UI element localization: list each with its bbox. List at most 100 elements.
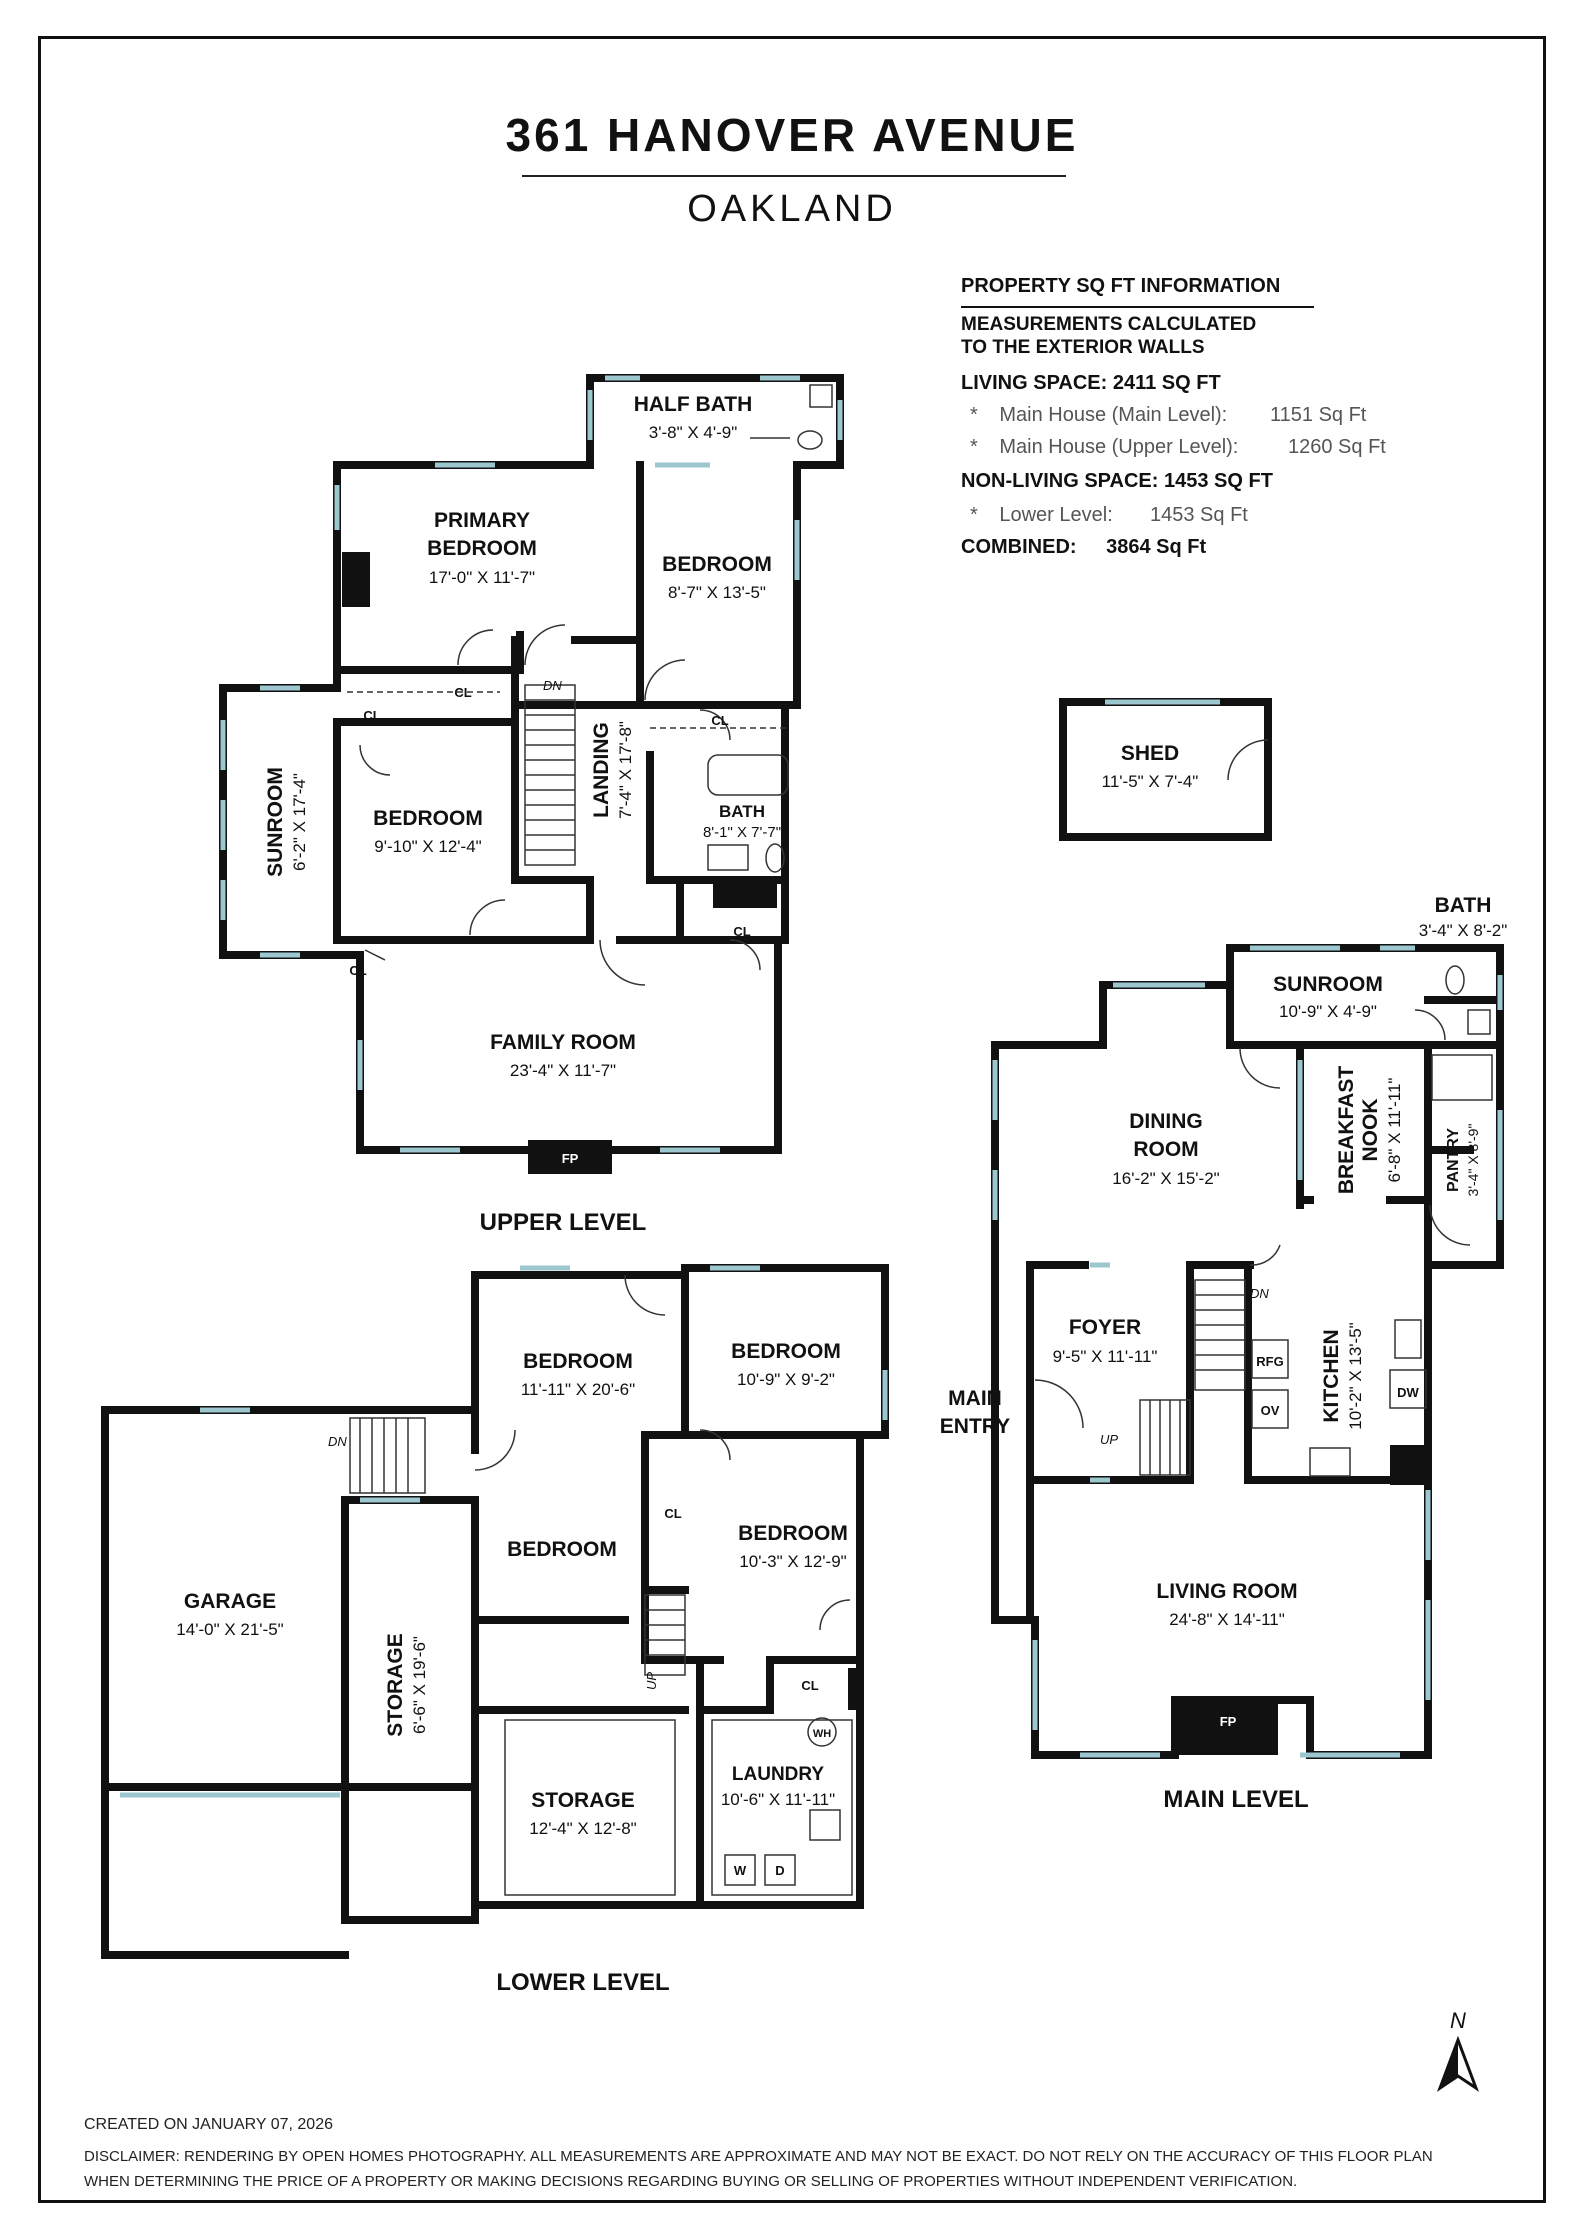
disclaimer-line2: WHEN DETERMINING THE PRICE OF A PROPERTY… (84, 2173, 1298, 2190)
main-level-label: MAIN LEVEL (1163, 1786, 1308, 1813)
window (992, 945, 1503, 1758)
water-heater-label: WH (813, 1728, 831, 1740)
half-bath-name: HALF BATH (634, 393, 753, 416)
main-level-plan (991, 944, 1504, 1759)
living-room-dims: 24'-8" X 14'-11" (1169, 1610, 1285, 1629)
upper-level-plan (219, 374, 844, 1174)
main-sunroom-name: SUNROOM (1273, 973, 1383, 996)
info-combined-label: COMBINED: (961, 536, 1077, 558)
water-heater (807, 1717, 837, 1747)
main-bath-toilet (1445, 965, 1465, 995)
breakfast-nook-name: BREAKFAST (1335, 1066, 1358, 1195)
shed-name: SHED (1121, 742, 1179, 765)
garage-dims: 14'-0" X 21'-5" (176, 1620, 283, 1639)
family-room-name: FAMILY ROOM (490, 1031, 636, 1054)
dining-room-dims: 16'-2" X 15'-2" (1112, 1169, 1219, 1188)
closet-label: CL (349, 963, 366, 978)
upper-bath-dims: 8'-1" X 7'-7" (703, 824, 781, 841)
lower-interior-wall (471, 1616, 864, 1909)
primary-bedroom-dims: 17'-0" X 11'-7" (429, 568, 535, 587)
fireplace-label: FP (1220, 1714, 1237, 1729)
stair-down-label: DN (543, 678, 562, 693)
lower-bedroom-c-name: BEDROOM (507, 1538, 617, 1561)
lower-bedroom-d-name: BEDROOM (738, 1522, 848, 1545)
upper-level-label: UPPER LEVEL (480, 1209, 647, 1236)
closet-label: CL (363, 708, 380, 723)
dining-room-name: ROOM (1133, 1138, 1198, 1161)
lower-level-label: LOWER LEVEL (496, 1969, 669, 1996)
upper-bedroom-left-dims: 9'-10" X 12'-4" (374, 837, 481, 856)
upper-bedroom-right-dims: 8'-7" X 13'-5" (668, 583, 766, 602)
bullet: * (970, 404, 978, 426)
upper-bath-name: BATH (719, 802, 765, 821)
door-swing (1227, 739, 1269, 781)
info-living-space: LIVING SPACE: 2411 SQ FT (961, 372, 1221, 394)
main-bath-dims: 3'-4" X 8'-2" (1419, 921, 1508, 940)
family-room-dims: 23'-4" X 11'-7" (510, 1061, 616, 1080)
door-swing (474, 1274, 851, 1631)
info-lower-level-row: * Lower Level: 1453 Sq Ft (970, 504, 1248, 527)
info-combined-row: COMBINED: 3864 Sq Ft (961, 536, 1206, 559)
dishwasher-label: DW (1397, 1385, 1419, 1400)
fireplace-label: FP (562, 1151, 579, 1166)
breakfast-nook-name: NOOK (1359, 1099, 1382, 1162)
upper-closet-wall (676, 876, 724, 944)
city-subtitle: OAKLAND (687, 188, 897, 230)
property-address-title: 361 HANOVER AVENUE (505, 109, 1079, 161)
kitchen-name: KITCHEN (1320, 1329, 1343, 1422)
info-main-level-label: Main House (Main Level): (999, 404, 1228, 426)
foyer-dims: 9'-5" X 11'-11" (1053, 1347, 1158, 1366)
upper-sunroom-name: SUNROOM (264, 767, 287, 877)
closet-rod-line (347, 691, 790, 729)
closet-label: CL (733, 924, 750, 939)
washer-label: W (734, 1863, 747, 1878)
primary-bedroom-name: BEDROOM (427, 537, 537, 560)
stair-up-label: UP (1100, 1432, 1118, 1447)
dryer-label: D (775, 1863, 784, 1878)
bathtub (707, 754, 789, 796)
pantry-name: PANTRY (1445, 1128, 1462, 1192)
living-room-name: LIVING ROOM (1156, 1580, 1297, 1603)
info-combined-value: 3864 Sq Ft (1106, 536, 1207, 558)
info-lower-level-value: 1453 Sq Ft (1150, 504, 1248, 526)
garage-name: GARAGE (184, 1590, 276, 1613)
bath-toilet (765, 843, 785, 873)
bath-sink (707, 844, 749, 871)
info-main-level-value: 1151 Sq Ft (1270, 404, 1367, 426)
info-measurements-line1: MEASUREMENTS CALCULATED (961, 314, 1257, 335)
lower-interior-wall (641, 1264, 864, 1664)
refrigerator (1251, 1339, 1289, 1379)
info-heading: PROPERTY SQ FT INFORMATION (961, 275, 1281, 297)
breakfast-nook-dims: 6'-8" X 11'-11" (1385, 1078, 1404, 1183)
door-swing (359, 624, 761, 986)
landing-wall (511, 636, 644, 884)
main-interior-wall (1026, 1261, 1394, 1624)
created-date: CREATED ON JANUARY 07, 2026 (84, 2116, 333, 2133)
lower-bedroom-b-dims: 10'-9" X 9'-2" (737, 1370, 835, 1389)
laundry-name: LAUNDRY (732, 1764, 825, 1785)
info-heading-rule (961, 306, 1314, 308)
info-upper-level-row: * Main House (Upper Level): 1260 Sq Ft (970, 436, 1386, 459)
lower-level-plan (101, 1264, 889, 1959)
living-fireplace-block (1173, 1700, 1278, 1755)
main-bath-name: BATH (1435, 894, 1492, 917)
pantry-dims: 3'-4" X 8'-9" (1465, 1124, 1481, 1197)
bullet: * (970, 436, 978, 458)
stair-down-label: DN (1250, 1286, 1269, 1301)
lower-bedroom-d-dims: 10'-3" X 12'-9" (739, 1552, 846, 1571)
laundry-counter (711, 1719, 853, 1896)
family-fireplace-block (528, 1140, 612, 1174)
upper-bedroom-left-name: BEDROOM (373, 807, 483, 830)
half-bath-dims: 3'-8" X 4'-9" (649, 423, 738, 442)
main-entry-label: ENTRY (940, 1415, 1010, 1438)
dryer (764, 1854, 796, 1886)
main-entry-label: MAIN (948, 1387, 1002, 1410)
lower-bedroom-a-dims: 11'-11" X 20'-6" (521, 1380, 635, 1399)
kitchen-sink (1394, 1319, 1422, 1359)
north-arrow-icon (1436, 2035, 1480, 2092)
dining-room-name: DINING (1129, 1110, 1203, 1133)
landing-name: LANDING (590, 722, 613, 818)
oven (1251, 1389, 1289, 1429)
